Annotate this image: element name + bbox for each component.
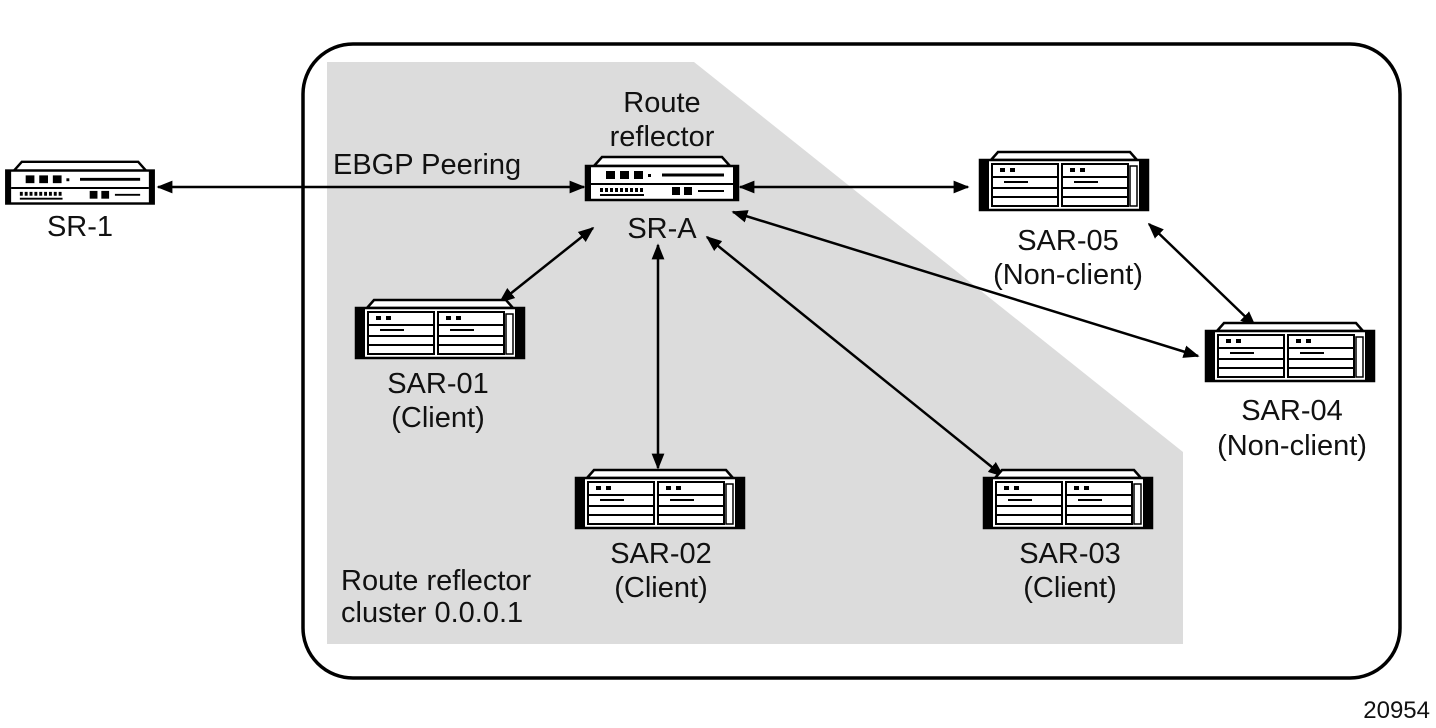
sar04-role: (Non-client)	[1217, 430, 1367, 462]
sar01-chassis-icon	[354, 298, 526, 360]
links	[156, 180, 1257, 478]
sar05-label: SAR-05	[1017, 225, 1119, 257]
sr1-router-icon	[4, 159, 156, 206]
sar03-label: SAR-03	[1019, 538, 1121, 570]
sar04-label: SAR-04	[1241, 395, 1343, 427]
link-sar05-sar04	[1147, 222, 1257, 328]
sar01-label: SAR-01	[387, 368, 489, 400]
sar01-role: (Client)	[391, 402, 484, 434]
sar02-role: (Client)	[614, 572, 707, 604]
sr1-label: SR-1	[47, 211, 113, 243]
link-sra-sar04	[731, 210, 1200, 358]
cluster-label-line1: Route reflector	[341, 565, 532, 597]
sar02-chassis-icon	[574, 468, 746, 530]
sra-router-icon	[584, 155, 740, 202]
link-sra-sar01	[498, 227, 595, 303]
sra-label: SR-A	[627, 213, 697, 245]
cluster-label-line2: cluster 0.0.0.1	[341, 597, 523, 629]
sar03-chassis-icon	[982, 468, 1154, 530]
sar05-chassis-icon	[978, 150, 1150, 212]
ebgp-label: EBGP Peering	[333, 149, 521, 181]
sra-role-line1: Route	[623, 87, 700, 119]
sra-role-line2: reflector	[610, 121, 715, 153]
sar05-role: (Non-client)	[993, 259, 1143, 291]
figure-id: 20954	[1363, 697, 1430, 724]
sar04-chassis-icon	[1204, 321, 1376, 383]
as-boundary	[301, 42, 1402, 680]
sar03-role: (Client)	[1023, 572, 1116, 604]
sar02-label: SAR-02	[610, 538, 712, 570]
